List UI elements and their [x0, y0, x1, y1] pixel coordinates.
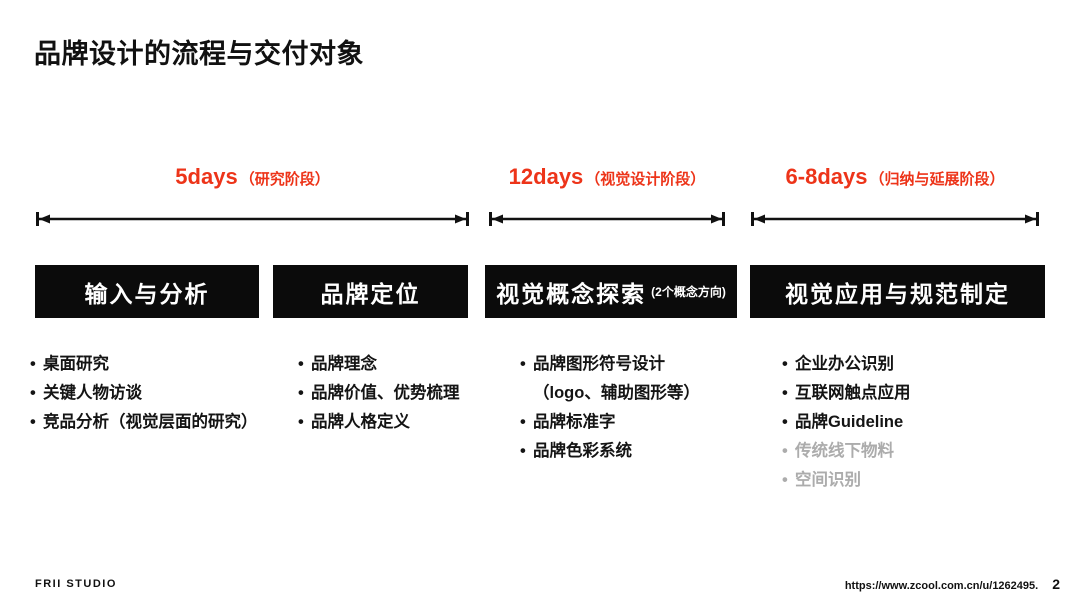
list-item: 品牌色彩系统 — [520, 437, 760, 466]
timeline-bracket-icon — [489, 212, 725, 226]
list-item: 品牌标准字 — [520, 408, 760, 437]
phase-stage: （视觉设计阶段） — [585, 171, 706, 188]
column-header-label: 视觉概念探索 — [496, 280, 647, 307]
list-item: 品牌Guideline — [782, 408, 1052, 437]
phase-label-extension: 6-8days （归纳与延展阶段） — [750, 164, 1040, 194]
footer-meta: https://www.zcool.com.cn/u/1262495. 2 — [845, 576, 1060, 592]
phase-label-research: 5days （研究阶段） — [35, 164, 470, 194]
timeline-bracket-icon — [36, 212, 469, 226]
column-header-input-analysis: 输入与分析 — [35, 265, 259, 318]
deliverables-list-visual-concept: 品牌图形符号设计 （logo、辅助图形等） 品牌标准字 品牌色彩系统 — [520, 350, 760, 466]
column-header-brand-positioning: 品牌定位 — [273, 265, 468, 318]
column-header-note: (2个概念方向) — [651, 285, 726, 299]
phase-days: 12days — [508, 164, 584, 189]
column-header-label: 输入与分析 — [84, 280, 210, 307]
footer-brand: FRII STUDIO — [35, 578, 117, 590]
list-item: 互联网触点应用 — [782, 379, 1052, 408]
phase-days: 6-8days — [785, 164, 868, 189]
list-item: 品牌图形符号设计 （logo、辅助图形等） — [520, 350, 760, 408]
phase-label-visual-design: 12days （视觉设计阶段） — [488, 164, 726, 194]
phase-stage: （归纳与延展阶段） — [869, 171, 1005, 188]
deliverables-list-visual-application: 企业办公识别 互联网触点应用 品牌Guideline 传统线下物料 空间识别 — [782, 350, 1052, 495]
list-item-muted: 空间识别 — [782, 466, 1052, 495]
list-item: 竞品分析（视觉层面的研究） — [30, 408, 280, 437]
deliverables-list-input-analysis: 桌面研究 关键人物访谈 竞品分析（视觉层面的研究） — [30, 350, 280, 437]
column-header-visual-concept: 视觉概念探索 (2个概念方向) — [485, 265, 737, 318]
page-number: 2 — [1052, 576, 1060, 592]
phase-days: 5days — [175, 164, 238, 189]
deliverables-list-brand-positioning: 品牌理念 品牌价值、优势梳理 品牌人格定义 — [298, 350, 508, 437]
column-header-label: 品牌定位 — [320, 280, 421, 307]
list-item: 品牌人格定义 — [298, 408, 508, 437]
footer-url: https://www.zcool.com.cn/u/1262495. — [844, 580, 1039, 592]
timeline-bracket-icon — [751, 212, 1039, 226]
list-item: 桌面研究 — [30, 350, 280, 379]
list-item-muted: 传统线下物料 — [782, 437, 1052, 466]
page-title: 品牌设计的流程与交付对象 — [34, 39, 364, 69]
column-header-visual-application: 视觉应用与规范制定 — [750, 265, 1045, 318]
list-item: 品牌理念 — [298, 350, 508, 379]
list-item: 企业办公识别 — [782, 350, 1052, 379]
list-item: 品牌价值、优势梳理 — [298, 379, 508, 408]
column-header-label: 视觉应用与规范制定 — [785, 280, 1010, 307]
list-item-continuation: （logo、辅助图形等） — [533, 384, 700, 402]
phase-stage: （研究阶段） — [239, 171, 330, 188]
list-item: 关键人物访谈 — [30, 379, 280, 408]
